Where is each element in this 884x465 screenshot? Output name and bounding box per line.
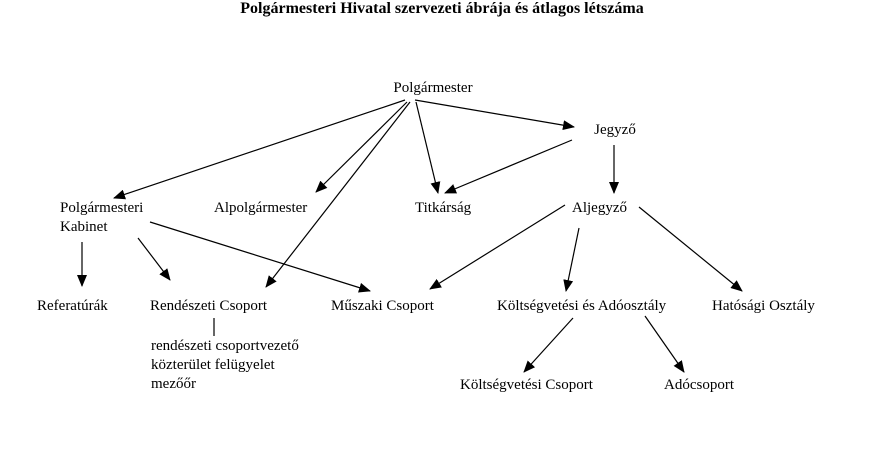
rendeszeti-member: közterület felügyelet xyxy=(151,357,275,373)
rendeszeti-members-list: rendészeti csoportvezető közterület felü… xyxy=(151,337,299,394)
node-rendeszeti-csoport: Rendészeti Csoport xyxy=(150,298,268,314)
node-kabinet-line2: Kabinet xyxy=(60,219,108,235)
node-koltsegvetesi-es-adoosztaly: Költségvetési és Adóosztály xyxy=(497,298,667,314)
node-jegyzo: Jegyző xyxy=(594,122,636,138)
diagram-title: Polgármesteri Hivatal szervezeti ábrája … xyxy=(240,0,644,17)
edge-polgarmester-alpolgarmester xyxy=(315,101,408,193)
node-polgarmester: Polgármester xyxy=(393,80,473,96)
edge-jegyzo-titkarsag xyxy=(444,139,573,194)
edge-aljegyzo-muszaki xyxy=(429,204,566,290)
node-referaturak: Referatúrák xyxy=(37,298,108,314)
node-aljegyzo: Aljegyző xyxy=(572,200,627,216)
node-polgarmesteri-kabinet: Polgármesteri Kabinet xyxy=(60,199,143,237)
edge-polgarmester-rendeszeti xyxy=(265,101,411,288)
node-adocsoport: Adócsoport xyxy=(664,377,734,393)
edge-aljegyzo-koltsegvetesi-ado xyxy=(563,227,580,292)
edge-koltsegvetesi-ado-koltsegvetesi-csoport xyxy=(523,317,574,373)
edge-polgarmester-kabinet xyxy=(113,99,406,200)
edge-aljegyzo-hatosagi xyxy=(638,206,743,292)
node-muszaki-csoport: Műszaki Csoport xyxy=(331,298,434,314)
node-kabinet-line1: Polgármesteri xyxy=(60,200,144,216)
node-titkarsag: Titkárság xyxy=(415,200,472,216)
edge-polgarmester-jegyzo xyxy=(414,99,575,131)
rendeszeti-member: mezőőr xyxy=(151,376,196,392)
edge-kabinet-muszaki xyxy=(149,221,371,293)
edge-kabinet-rendeszeti xyxy=(137,237,171,281)
node-alpolgarmester: Alpolgármester xyxy=(214,200,308,216)
node-koltsegvetesi-csoport: Költségvetési Csoport xyxy=(460,377,593,393)
rendeszeti-member: rendészeti csoportvezető xyxy=(151,338,299,354)
node-hatosagi-osztaly: Hatósági Osztály xyxy=(712,298,815,314)
edge-koltsegvetesi-ado-adocsoport xyxy=(644,315,685,373)
edge-polgarmester-titkarsag xyxy=(415,101,441,194)
